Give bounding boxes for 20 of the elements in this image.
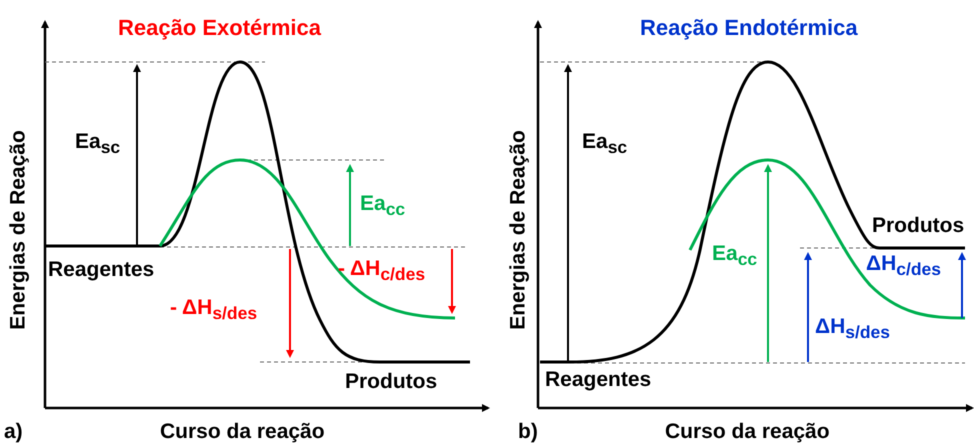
axis-title: Energias de Reação xyxy=(6,130,30,330)
activation-energy-label: Ea$_{sc}$ xyxy=(75,130,120,158)
products-label: Produtos xyxy=(345,370,438,394)
reactants-label: Reagentes xyxy=(545,368,652,392)
enthalpy-label: - ΔH$_{c/des}$ xyxy=(338,257,426,284)
panel-letter: b) xyxy=(518,420,538,444)
activation-energy-label: Ea$_{sc}$ xyxy=(582,130,628,158)
products-label: Produtos xyxy=(872,214,964,238)
panel-title: Reação Endotérmica xyxy=(640,16,858,40)
axis-title: Curso da reação xyxy=(665,420,830,444)
enthalpy-label: - ΔH$_{s/des}$ xyxy=(170,296,258,324)
enthalpy-label: ΔH$_{c/des}$ xyxy=(866,252,942,280)
panel-title: Reação Exotérmica xyxy=(118,16,321,40)
panel-letter: a) xyxy=(4,420,23,444)
axis-title: Curso da reação xyxy=(160,420,325,444)
enthalpy-label: ΔH$_{s/des}$ xyxy=(815,315,890,342)
activation-energy-label: Ea$_{cc}$ xyxy=(360,192,406,220)
reactants-label: Reagentes xyxy=(48,258,154,282)
activation-energy-label: Ea$_{cc}$ xyxy=(712,242,758,270)
axis-title: Energias de Reação xyxy=(506,130,530,330)
